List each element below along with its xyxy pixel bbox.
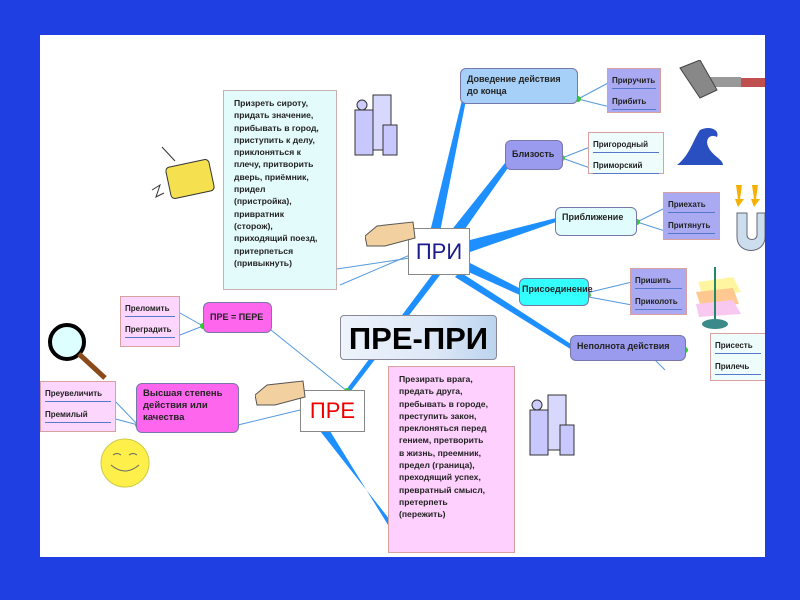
buildings-icon xyxy=(529,394,575,456)
example-item: Преградить xyxy=(125,324,175,338)
pre-examples-box: Презирать врага, предать друга, пребыват… xyxy=(388,366,515,553)
branch-proximity[interactable]: Близость xyxy=(505,140,563,170)
example-item: Преломить xyxy=(125,303,175,317)
example-item: Прилечь xyxy=(715,361,761,375)
hand-icon xyxy=(255,380,306,406)
examples-pere: Преломить Преградить xyxy=(120,296,180,347)
example-item: Пришить xyxy=(635,275,682,289)
magnifier-icon xyxy=(48,323,107,380)
branch-completion[interactable]: Доведение действия до конца xyxy=(460,68,578,104)
branch-line xyxy=(450,163,510,236)
example-item: Пригородный xyxy=(593,139,659,153)
examples-attachment: Пришить Приколоть xyxy=(630,268,687,315)
papers-pin-icon xyxy=(696,267,741,329)
example-item: Приехать xyxy=(668,199,715,213)
examples-proximity: Пригородный Приморский xyxy=(588,132,664,174)
branch-line xyxy=(320,431,390,525)
example-item: Приручить xyxy=(612,75,656,89)
branch-pre-equals-pere[interactable]: ПРЕ = ПЕРЕ xyxy=(203,302,272,333)
thick-branches xyxy=(320,100,574,525)
examples-completion: Приручить Прибить xyxy=(607,68,661,113)
smiley-icon xyxy=(100,438,150,488)
branch-line xyxy=(455,272,574,350)
example-item: Преувеличить xyxy=(45,388,111,402)
example-item: Приколоть xyxy=(635,296,682,310)
example-item: Притянуть xyxy=(668,220,715,234)
example-item: Приморский xyxy=(593,160,659,174)
pri-node[interactable]: ПРИ xyxy=(408,228,470,275)
branch-incompleteness[interactable]: Неполнота действия xyxy=(570,335,686,361)
wave-icon xyxy=(677,127,723,165)
center-title[interactable]: ПРЕ-ПРИ xyxy=(340,315,497,360)
pre-node[interactable]: ПРЕ xyxy=(300,390,365,432)
buildings-icon xyxy=(354,94,398,156)
examples-approach: Приехать Притянуть xyxy=(663,192,720,240)
examples-superlative: Преувеличить Премилый xyxy=(40,381,116,432)
branch-attachment[interactable]: Присоединение xyxy=(519,278,593,306)
example-item: Премилый xyxy=(45,409,111,423)
branch-approach[interactable]: Приближение xyxy=(555,207,637,236)
branch-line xyxy=(464,262,523,296)
hammer-icon xyxy=(679,60,765,99)
branch-line xyxy=(430,100,466,232)
radio-icon xyxy=(151,146,215,199)
example-item: Присесть xyxy=(715,340,761,354)
example-item: Прибить xyxy=(612,96,656,110)
magnet-icon xyxy=(735,185,765,251)
branch-line xyxy=(470,218,556,252)
branch-superlative[interactable]: Высшая степень действия или качества xyxy=(136,383,239,433)
hand-icon xyxy=(365,221,416,247)
pri-examples-box: Призреть сироту, придать значение, прибы… xyxy=(223,90,337,290)
examples-incompleteness: Присесть Прилечь xyxy=(710,333,765,381)
